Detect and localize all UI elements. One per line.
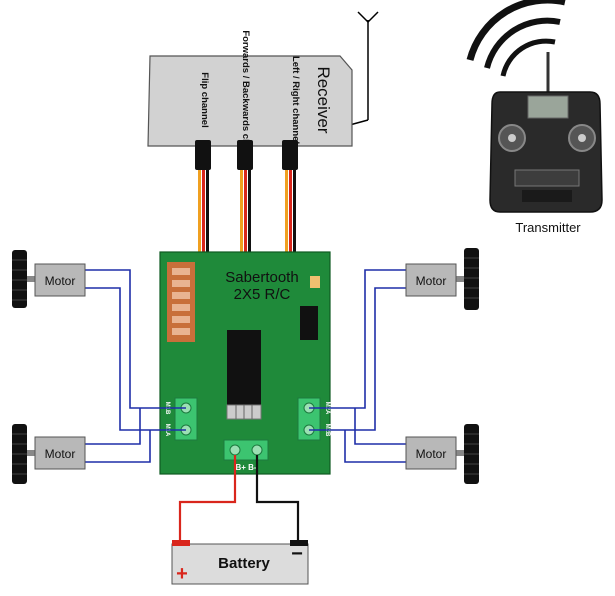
transmitter: Transmitter [489,52,603,235]
servo-lead-forwards-backwards [237,140,253,255]
transmitter-label: Transmitter [515,220,581,235]
servo-lead-flip [195,140,211,255]
battery-negative-wire [255,455,300,546]
receiver: Receiver Left / Right channel Forwards /… [147,30,353,170]
battery-label: Battery [218,555,270,572]
motor-label: Motor [45,274,76,288]
power-chip [226,330,262,420]
radio-waves-icon [466,0,566,77]
terminal-power-label: B+ B- [235,463,256,472]
receiver-body [147,55,353,147]
motor-top-left: Motor [12,250,86,308]
receiver-channel-left-right: Left / Right channel [290,56,301,144]
battery: + − Battery [171,540,309,585]
battery-positive-terminal [172,540,190,546]
receiver-channel-forwards-backwards: Forwards / Backwards channel [240,30,251,169]
motor-label: Motor [45,447,76,461]
battery-body [171,543,309,585]
battery-positive-wire [178,455,237,546]
receiver-title: Receiver [314,66,333,133]
motor-wires [85,269,408,463]
controller-name: Sabertooth [225,269,298,286]
motor-label: Motor [416,274,447,288]
servo-lead-left-right [282,140,298,255]
status-led [310,276,320,288]
servo-leads [195,140,298,255]
battery-wires [178,455,300,546]
motor-top-right: Motor [405,248,479,310]
motor-bottom-left: Motor [12,424,86,484]
battery-negative-terminal [290,540,308,546]
motor-bottom-right: Motor [405,424,479,484]
battery-plus-sign: + [176,563,188,585]
dip-switch [167,262,195,342]
small-chip [300,306,318,340]
motor-label: Motor [416,447,447,461]
motor-controller-board: Sabertooth 2X5 R/C M1B M1A M2A M2B [159,251,331,475]
controller-model: 2X5 R/C [234,286,291,303]
battery-minus-sign: − [291,543,303,565]
transmitter-screen [527,95,569,119]
receiver-channel-flip: Flip channel [199,72,210,127]
